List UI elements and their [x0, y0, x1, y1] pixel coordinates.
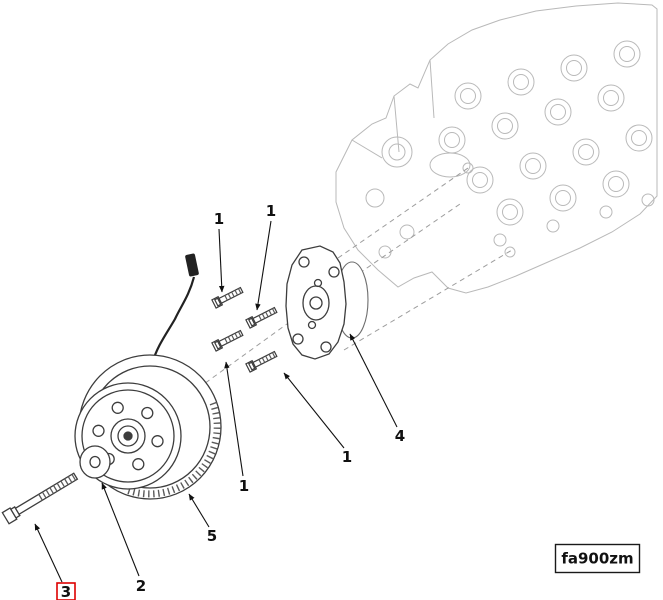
- callout-1d: 1: [342, 448, 352, 466]
- callouts: 1 1 1 1 2 3 4 5: [56, 202, 405, 600]
- figure-code-label: fa900zm: [561, 550, 633, 568]
- pulley-groove-ribs: [125, 401, 221, 498]
- mounting-bolt-top-left: [212, 286, 244, 308]
- engine-block: [335, 2, 658, 294]
- wire-connector: [185, 253, 199, 277]
- callout-5: 5: [207, 527, 217, 545]
- callout-3-highlight-box: [56, 582, 76, 600]
- callout-4: 4: [395, 427, 405, 445]
- clutch-wire: [150, 253, 199, 365]
- mounting-bolt-bottom-right: [246, 350, 278, 372]
- mounting-bolt-top-right: [246, 306, 278, 328]
- callout-2: 2: [136, 577, 146, 595]
- pulley-bolt: [1, 472, 79, 525]
- callout-1c: 1: [239, 477, 249, 495]
- clutch-pulley-assembly: [74, 354, 222, 500]
- mounting-bolt-bottom-left: [212, 329, 244, 351]
- mounting-bolts: [212, 286, 278, 372]
- callout-3: 3: [61, 583, 71, 600]
- cylinder-head-ports: [365, 40, 655, 259]
- mounting-bracket: [285, 245, 369, 360]
- leader-lines: [34, 220, 398, 583]
- callout-1a: 1: [214, 210, 224, 228]
- callout-1b: 1: [266, 202, 276, 220]
- figure-code-box: fa900zm: [554, 543, 641, 574]
- washer: [79, 445, 111, 479]
